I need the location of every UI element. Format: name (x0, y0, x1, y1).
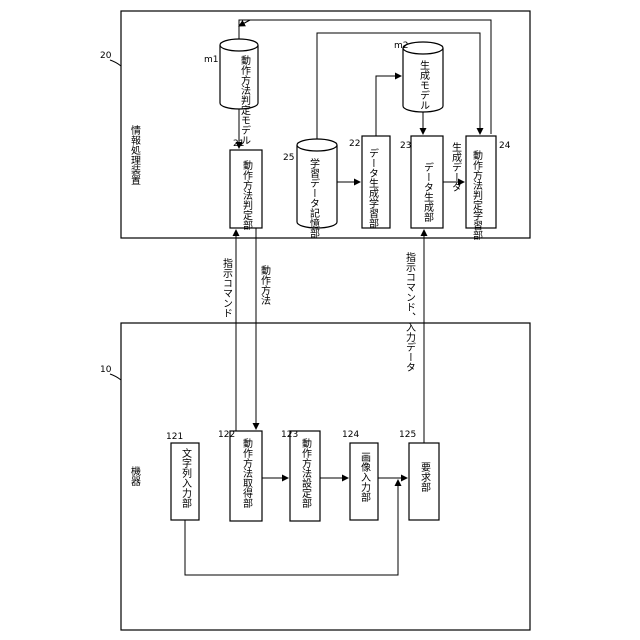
block-121-label: 文字列入力部 (180, 447, 192, 509)
device-title: 機器 (129, 465, 141, 487)
block-122-ref: 122 (218, 430, 235, 440)
block-23-ref: 23 (400, 141, 411, 151)
block-121-ref: 121 (166, 432, 183, 442)
arrow-into-m1 (239, 20, 250, 26)
instruction-input-label: 指示コマンド、入力データ (404, 251, 416, 372)
arrow-22-to-m2 (376, 76, 401, 136)
block-124-label: 画像入力部 (359, 452, 371, 503)
block-22-label: データ生成学習部 (367, 147, 379, 229)
block-125-ref: 125 (399, 430, 416, 440)
line-m1-top (239, 20, 258, 39)
block-123-label: 動作方法設定部 (300, 437, 312, 509)
model-m2-label: 生成モデル (418, 59, 430, 110)
model-m2-ref: m2 (394, 41, 409, 51)
model-m1-ref: m1 (204, 55, 219, 65)
server-ref-leader (110, 60, 121, 66)
server-title: 情報処理装置 (129, 124, 141, 185)
block-24-label: 動作方法判定学習部 (471, 149, 483, 241)
model-m1-label: 動作方法判定モデル (239, 54, 251, 145)
block-22-ref: 22 (349, 139, 360, 149)
storage-label: 学習データ記憶部 (308, 157, 320, 239)
block-24-ref: 24 (499, 141, 511, 151)
storage-ref: 25 (283, 153, 294, 163)
device-ref: 10 (100, 365, 112, 375)
device-ref-leader (110, 374, 121, 380)
block-23-label: データ生成部 (422, 161, 434, 223)
block-124-ref: 124 (342, 430, 359, 440)
block-21-label: 動作方法判定部 (241, 159, 253, 231)
block-125-label: 要求部 (419, 462, 431, 493)
operation-method-label: 動作方法 (259, 264, 271, 306)
block-123-ref: 123 (281, 430, 298, 440)
block-122-label: 動作方法取得部 (241, 437, 253, 509)
instruction-command-label: 指示コマンド (221, 257, 233, 318)
generated-data-label: 生成データ (450, 141, 462, 192)
line-to-24-top (258, 20, 491, 134)
server-ref: 20 (100, 51, 112, 61)
